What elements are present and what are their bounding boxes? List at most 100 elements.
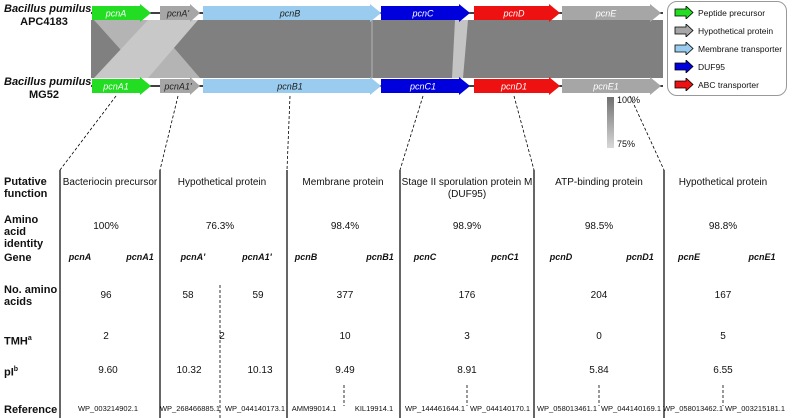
legend-item-duf95: DUF95 bbox=[674, 60, 725, 73]
gene-arrow-pcnD1 bbox=[474, 77, 560, 95]
connector-pcnD bbox=[513, 95, 535, 171]
identity-col-4: 98.9% bbox=[452, 221, 482, 232]
connector-pcnC bbox=[399, 95, 424, 171]
gene-arrow-pcnB bbox=[203, 4, 381, 22]
pi-col-6: 6.55 bbox=[713, 365, 733, 376]
aa-col-3: 377 bbox=[336, 290, 354, 301]
function-col-5: ATP-binding protein bbox=[555, 177, 643, 188]
gene-arrow-pcnA1-prime bbox=[160, 77, 200, 95]
gene-label-pcnC1: pcnC1 bbox=[409, 82, 436, 92]
ref-col-1: WP_003214902.1 bbox=[77, 404, 139, 413]
ref-col-2-a: WP_268466885.1 bbox=[159, 404, 221, 413]
function-col-4: Stage II sporulation protein M (DUF95) bbox=[402, 177, 533, 201]
gene-arrow-pcnD bbox=[474, 4, 560, 22]
legend-arrow-red bbox=[674, 78, 694, 91]
gene-arrow-pcnC1 bbox=[381, 77, 470, 95]
cross-region-2 bbox=[94, 20, 198, 78]
pi-col-2-b: 10.13 bbox=[247, 365, 273, 376]
legend-item-hypothetical-protein: Hypothetical protein bbox=[674, 24, 773, 37]
tmh-col-1: 2 bbox=[103, 331, 109, 342]
legend-label: Membrane transporter bbox=[698, 43, 783, 54]
legend-arrow-grey bbox=[674, 24, 694, 37]
legend-label: Peptide precursor bbox=[698, 7, 766, 18]
row-label-aa: No. amino acids bbox=[4, 284, 58, 308]
function-col-2: Hypothetical protein bbox=[177, 177, 267, 188]
gene-label-pcnA-prime: pcnA' bbox=[166, 9, 190, 19]
row-label-pi-sup: b bbox=[13, 366, 19, 373]
ref-col-4-a: WP_144461644.1 bbox=[404, 404, 466, 413]
row-label-pi-text: pI bbox=[4, 366, 14, 379]
pi-col-4: 8.91 bbox=[457, 365, 477, 376]
aa-col-6: 167 bbox=[714, 290, 732, 301]
ref-col-5-a: WP_058013461.1 bbox=[536, 404, 598, 413]
gene-col-1-b: pcnA1 bbox=[126, 252, 154, 262]
cross-region-3 bbox=[452, 20, 468, 78]
pi-col-1: 9.60 bbox=[98, 365, 118, 376]
legend-label: Hypothetical protein bbox=[698, 25, 774, 36]
legend-item-peptide-precursor: Peptide precursor bbox=[674, 6, 765, 19]
gene-arrow-pcnB1 bbox=[203, 77, 381, 95]
aa-col-2-b: 59 bbox=[252, 290, 264, 301]
identity-scale-bar bbox=[607, 97, 614, 148]
connector-pcnA-prime bbox=[159, 95, 179, 171]
gene-arrow-pcnC bbox=[381, 4, 470, 22]
legend-item-membrane-transporter: Membrane transporter bbox=[674, 42, 782, 55]
function-col-4-line1: Stage II sporulation protein M bbox=[401, 177, 533, 188]
gene-col-5-a: pcnD bbox=[549, 252, 573, 262]
row-label-identity: Amino acid identity bbox=[4, 214, 44, 250]
gene-label-pcnE1: pcnE1 bbox=[592, 82, 619, 92]
connector-pcnB bbox=[286, 95, 291, 171]
row-label-pi: pIb bbox=[4, 364, 18, 379]
gene-col-1-a: pcnA bbox=[68, 252, 92, 262]
gene-label-pcnA: pcnA bbox=[105, 9, 127, 19]
gene-label-pcnB1: pcnB1 bbox=[276, 82, 303, 92]
pi-col-5: 5.84 bbox=[589, 365, 609, 376]
connector-pcnA bbox=[59, 95, 117, 171]
row-label-function: Putative function bbox=[4, 176, 48, 200]
legend-item-abc-transporter: ABC transporter bbox=[674, 78, 759, 91]
gene-col-6-a: pcnE bbox=[677, 252, 701, 262]
gene-arrow-pcnA1 bbox=[92, 77, 151, 95]
function-col-1: Bacteriocin precursor bbox=[62, 177, 158, 188]
pi-col-2-a: 10.32 bbox=[176, 365, 202, 376]
gene-label-pcnD: pcnD bbox=[502, 9, 525, 19]
gene-col-5-b: pcnD1 bbox=[626, 252, 654, 262]
function-col-4-line2: (DUF95) bbox=[447, 189, 487, 200]
gene-col-4-b: pcnC1 bbox=[491, 252, 519, 262]
tmh-col-5: 0 bbox=[596, 331, 602, 342]
strain-bottom-species: Bacillus pumilus bbox=[4, 76, 92, 88]
ref-col-3-b: KIL19914.1 bbox=[354, 404, 394, 413]
gene-col-4-a: pcnC bbox=[413, 252, 437, 262]
ref-col-5-b: WP_044140169.1 bbox=[600, 404, 662, 413]
aa-col-5: 204 bbox=[590, 290, 608, 301]
identity-col-1: 100% bbox=[93, 221, 119, 232]
legend-label: DUF95 bbox=[698, 61, 725, 72]
ref-col-6-b: WP_003215181.1 bbox=[724, 404, 786, 413]
row-label-tmh-sup: a bbox=[27, 335, 32, 342]
tmh-col-4: 3 bbox=[464, 331, 470, 342]
strain-bottom-label: Bacillus pumilus MG52 bbox=[4, 76, 92, 101]
strain-top-species: Bacillus pumilus bbox=[4, 3, 92, 15]
strain-bottom-name: MG52 bbox=[29, 89, 59, 101]
identity-col-6: 98.8% bbox=[708, 221, 738, 232]
gene-label-pcnD1: pcnD1 bbox=[500, 82, 527, 92]
identity-scale-min: 75% bbox=[617, 139, 636, 149]
gene-label-pcnB: pcnB bbox=[279, 9, 301, 19]
legend-arrow-lightblue bbox=[674, 42, 694, 55]
identity-col-3: 98.4% bbox=[330, 221, 360, 232]
ref-col-4-b: WP_044140170.1 bbox=[469, 404, 531, 413]
gene-arrow-pcnA bbox=[92, 4, 151, 22]
row-label-reference: Reference bbox=[4, 404, 58, 416]
function-col-3: Membrane protein bbox=[302, 177, 384, 188]
legend-label: ABC transporter bbox=[698, 79, 759, 90]
legend-arrow-green bbox=[674, 6, 694, 19]
strain-top-label: Bacillus pumilus APC4183 bbox=[4, 3, 92, 28]
pi-col-3: 9.49 bbox=[335, 365, 355, 376]
strain-top-name: APC4183 bbox=[20, 16, 68, 28]
ref-col-3-a: AMM99014.1 bbox=[291, 404, 337, 413]
tmh-col-2: 2 bbox=[219, 331, 225, 342]
row-label-gene: Gene bbox=[4, 252, 32, 264]
tmh-col-3: 10 bbox=[339, 331, 351, 342]
legend-arrow-blue bbox=[674, 60, 694, 73]
